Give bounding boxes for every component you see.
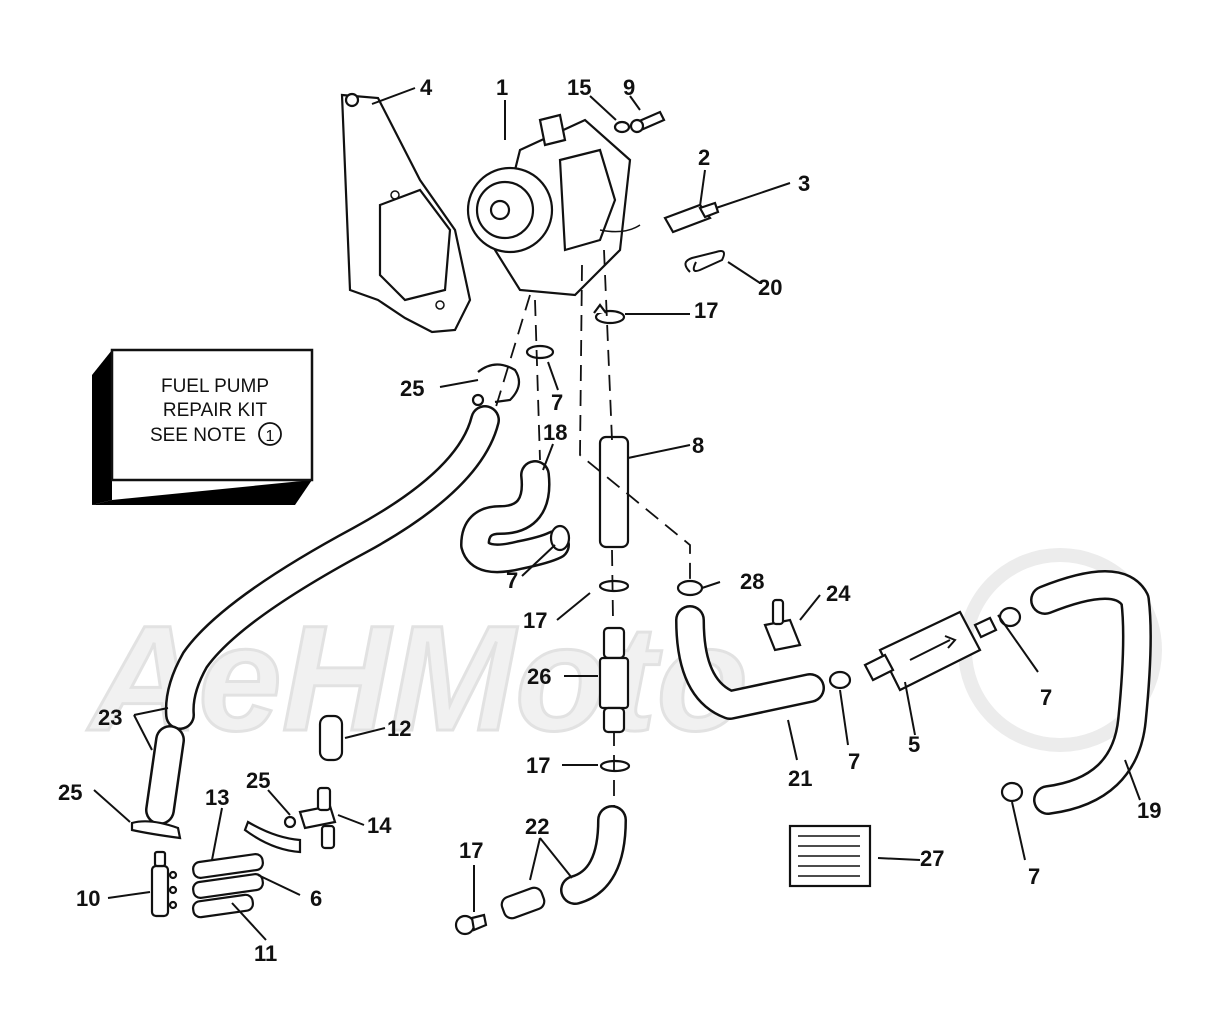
- part-17-clamp-upper: [593, 303, 626, 325]
- callout-6: 6: [310, 886, 322, 911]
- part-5-fuel-filter: [863, 610, 998, 692]
- part-1-fuel-pump: [466, 113, 641, 297]
- callout-25-upper: 25: [400, 376, 424, 401]
- callout-12: 12: [387, 716, 411, 741]
- note-line-3: SEE NOTE: [150, 425, 246, 446]
- callout-14: 14: [367, 813, 392, 838]
- part-22-hoses: [500, 805, 627, 920]
- part-26-fitting: [598, 626, 630, 734]
- part-18-hose: [460, 460, 570, 574]
- callout-5: 5: [908, 732, 920, 757]
- callout-7-filter: 7: [1040, 685, 1052, 710]
- callout-7-18: 7: [506, 568, 518, 593]
- part-7-clamp-18: [549, 524, 571, 552]
- part-25-clamp-mid: [243, 815, 302, 854]
- callout-28: 28: [740, 569, 764, 594]
- callout-26: 26: [527, 664, 551, 689]
- part-7-clamp-top: [525, 344, 555, 360]
- part-20-clip: [684, 250, 725, 273]
- part-8-hose: [598, 435, 630, 549]
- part-17-clamp-bottom: [454, 913, 488, 936]
- callout-7-19: 7: [1028, 864, 1040, 889]
- callout-11: 11: [254, 941, 277, 966]
- part-13-6-11-hoses: [191, 853, 264, 919]
- watermark: AeHMoto: [85, 548, 1162, 764]
- part-25-clamp-upper: [471, 363, 521, 407]
- callouts: 4 1 15 9 2 3 20 17 25 7 18 8 7 28 24 17 …: [58, 75, 1161, 966]
- callout-17-upper: 17: [694, 298, 718, 323]
- part-10-connector: [150, 850, 178, 918]
- part-28-clamp: [676, 579, 704, 597]
- part-25-clamp-lower: [130, 820, 182, 840]
- callout-15: 15: [567, 75, 591, 100]
- part-15-washer: [613, 120, 631, 134]
- note-number: 1: [266, 428, 275, 445]
- leader-lines: [93, 87, 1141, 941]
- callout-22: 22: [525, 814, 549, 839]
- part-2-fitting: [663, 201, 720, 234]
- callout-17-mid: 17: [523, 608, 547, 633]
- note-line-2: REPAIR KIT: [163, 400, 268, 421]
- callout-27: 27: [920, 846, 944, 871]
- callout-17-lower: 17: [526, 753, 550, 778]
- part-7-clamp-19: [1000, 781, 1024, 803]
- callout-4: 4: [420, 75, 433, 100]
- part-21-hose: [675, 605, 825, 720]
- callout-10: 10: [76, 886, 100, 911]
- part-17-clamp-lower: [599, 759, 631, 773]
- part-12-sleeve: [318, 714, 344, 762]
- watermark-text: AeHMoto: [86, 594, 748, 762]
- part-7-clamp-21: [828, 670, 852, 690]
- callout-9: 9: [623, 75, 635, 100]
- part-19-hose: [1030, 570, 1152, 815]
- part-23-hose: [145, 405, 500, 825]
- note-line-1: FUEL PUMP: [161, 376, 269, 397]
- callout-13: 13: [205, 785, 229, 810]
- callout-25-lower: 25: [58, 780, 82, 805]
- callout-24: 24: [826, 581, 851, 606]
- callout-21: 21: [788, 766, 812, 791]
- callout-7-top: 7: [551, 390, 563, 415]
- callout-8: 8: [692, 433, 704, 458]
- callout-2: 2: [698, 145, 710, 170]
- part-9-screw: [629, 110, 666, 134]
- callout-18: 18: [543, 420, 567, 445]
- callout-25-mid: 25: [246, 768, 270, 793]
- part-24-fitting: [763, 598, 802, 652]
- callout-1: 1: [496, 75, 508, 100]
- note-box: FUEL PUMP REPAIR KIT SEE NOTE 1: [92, 348, 314, 505]
- callout-17-bottom: 17: [459, 838, 483, 863]
- callout-7-21: 7: [848, 749, 860, 774]
- assembly-lines: [494, 249, 691, 810]
- part-4-bracket: [340, 92, 472, 334]
- callout-23: 23: [98, 705, 122, 730]
- callout-20: 20: [758, 275, 782, 300]
- part-27-decal: [788, 824, 872, 888]
- callout-3: 3: [798, 171, 810, 196]
- part-14-tee: [298, 786, 337, 850]
- part-17-clamp-mid: [598, 579, 630, 593]
- callout-19: 19: [1137, 798, 1161, 823]
